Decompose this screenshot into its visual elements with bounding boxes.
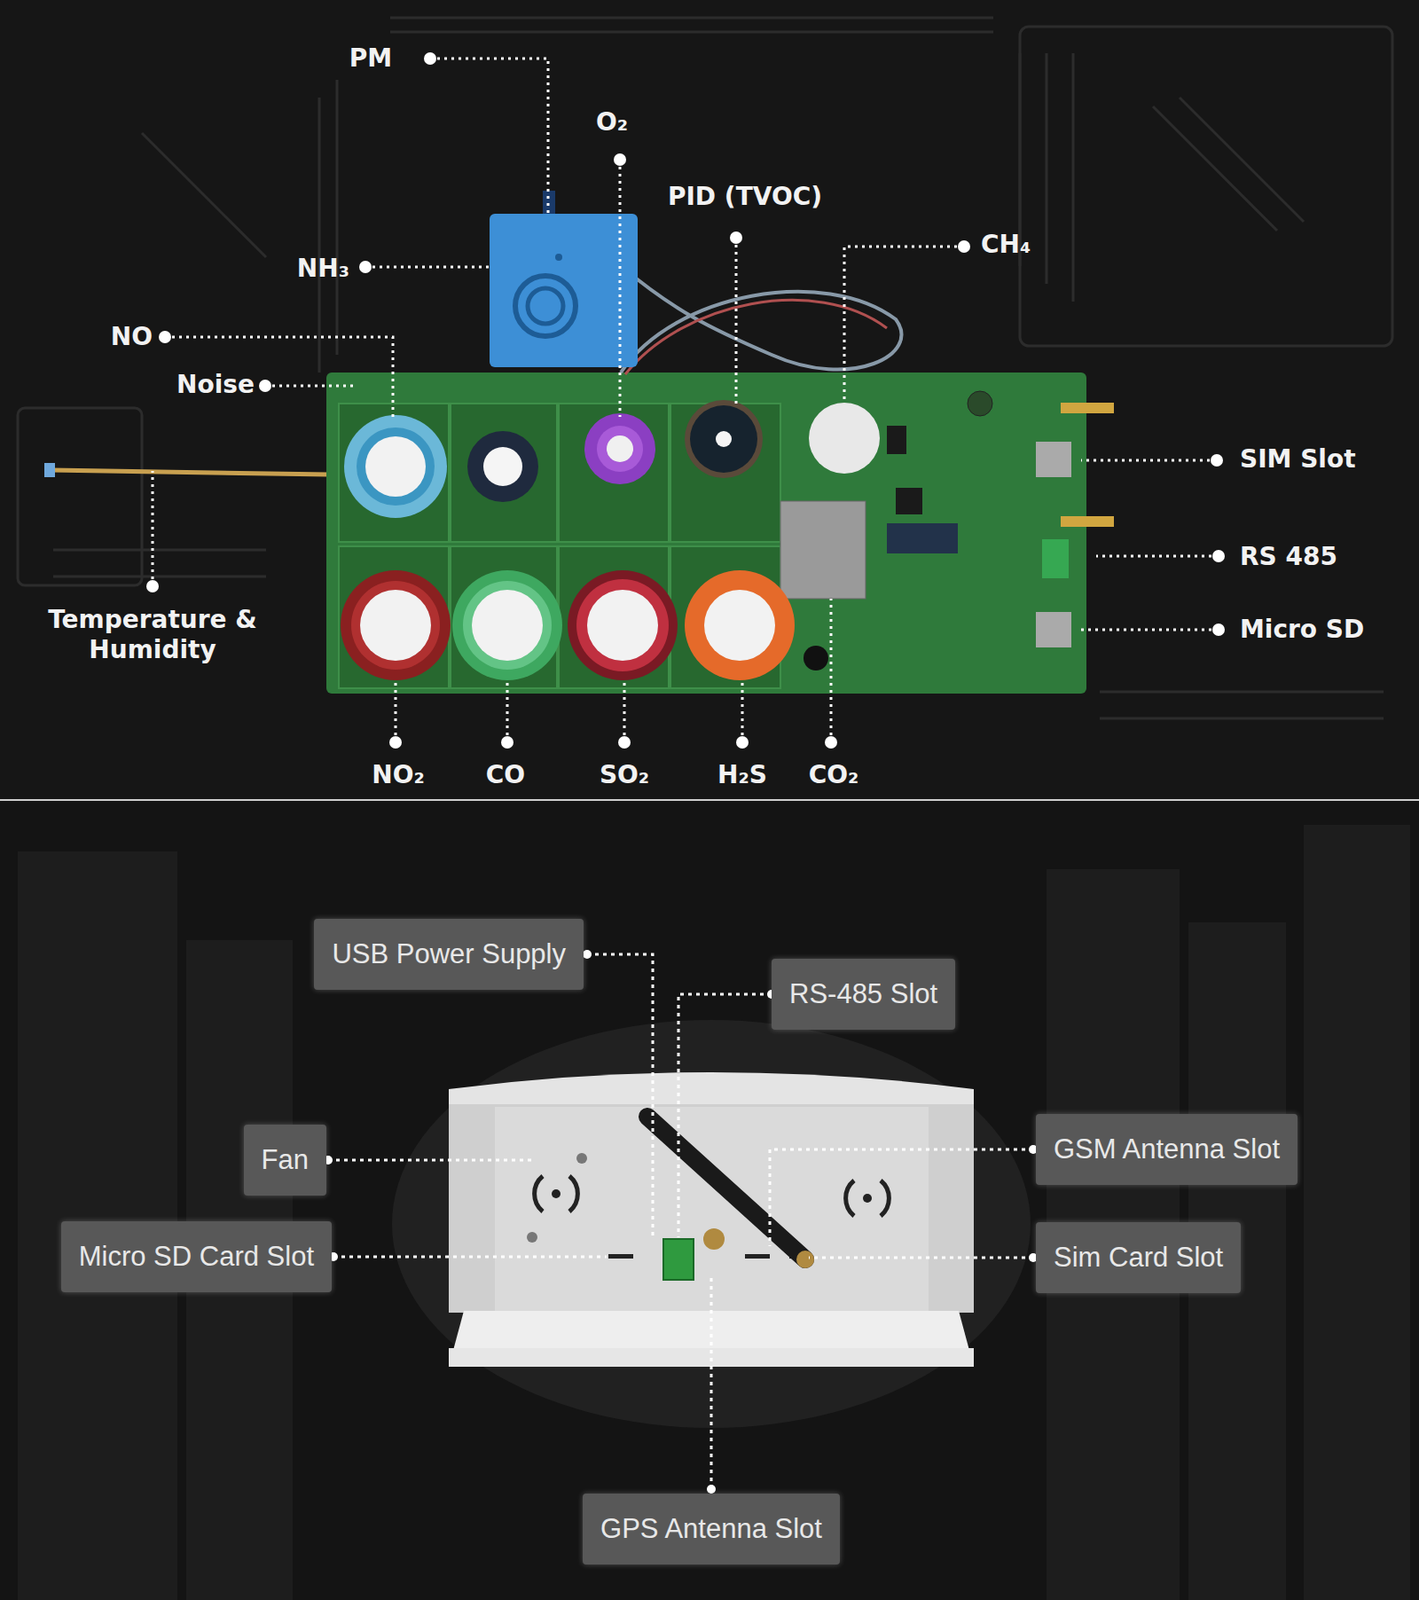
part-label: CO bbox=[486, 760, 526, 791]
part-label: NO₂ bbox=[371, 760, 425, 791]
callout-text: Sim Card Slot bbox=[1053, 1241, 1224, 1274]
part-label: SIM Slot bbox=[1239, 444, 1357, 475]
part-label: Noise bbox=[176, 369, 255, 400]
callout-box: Fan bbox=[243, 1124, 327, 1196]
part-label: SO₂ bbox=[599, 760, 650, 791]
part-label: PM bbox=[349, 43, 392, 74]
part-label: Micro SD bbox=[1239, 614, 1365, 645]
callout-text: RS-485 Slot bbox=[789, 978, 938, 1011]
part-label: NO bbox=[110, 321, 153, 353]
part-label: CH₄ bbox=[980, 229, 1031, 260]
callout-box: USB Power Supply bbox=[313, 918, 584, 990]
part-label: NH₃ bbox=[297, 253, 350, 284]
part-label: CO₂ bbox=[808, 760, 860, 791]
callout-text: USB Power Supply bbox=[331, 938, 566, 971]
callout-box: RS-485 Slot bbox=[771, 958, 956, 1030]
callout-text: Fan bbox=[261, 1144, 309, 1176]
callout-box: GSM Antenna Slot bbox=[1035, 1113, 1298, 1185]
part-label: O₂ bbox=[595, 107, 628, 138]
part-label: PID (TVOC) bbox=[667, 181, 823, 212]
enclosure-illustration bbox=[0, 800, 1419, 1600]
part-label: RS 485 bbox=[1239, 541, 1338, 573]
callout-box: GPS Antenna Slot bbox=[582, 1493, 840, 1565]
callout-text: GSM Antenna Slot bbox=[1053, 1133, 1280, 1166]
callout-text: Micro SD Card Slot bbox=[78, 1240, 314, 1273]
part-label: H₂S bbox=[717, 760, 768, 791]
sensor-board-illustration bbox=[0, 0, 1419, 801]
callout-box: Micro SD Card Slot bbox=[61, 1221, 332, 1293]
part-label: Temperature & Humidity bbox=[28, 604, 277, 665]
callout-text: GPS Antenna Slot bbox=[600, 1513, 823, 1545]
callout-box: Sim Card Slot bbox=[1035, 1222, 1241, 1294]
